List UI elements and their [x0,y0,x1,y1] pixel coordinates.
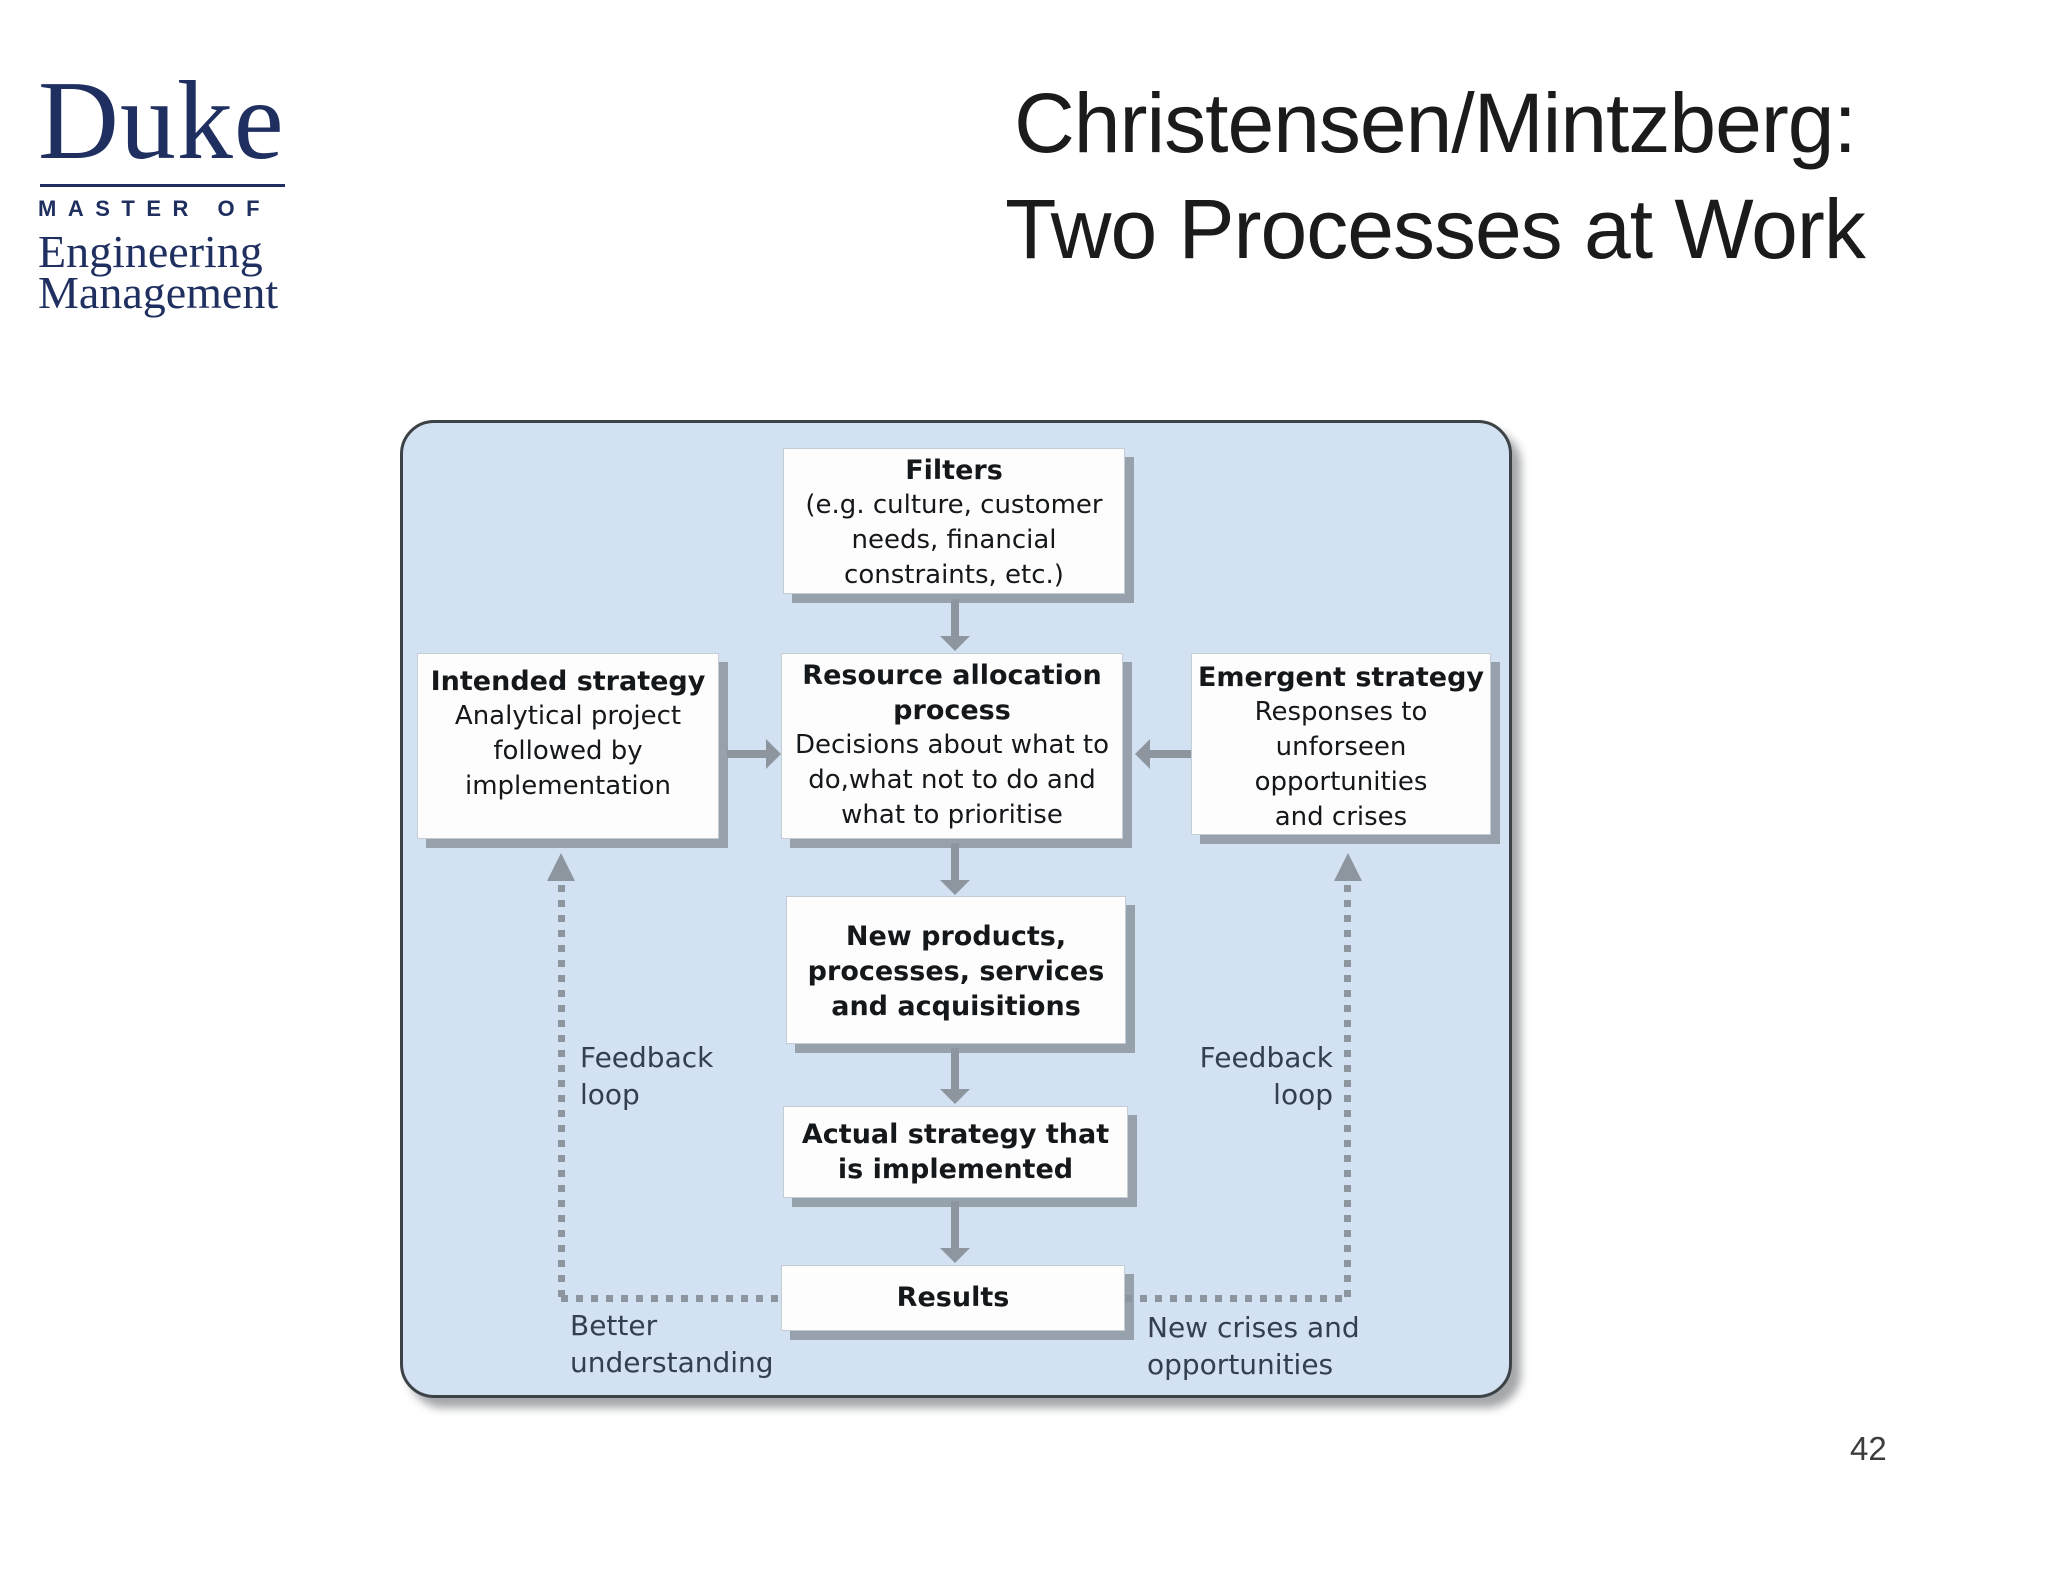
filters-box: Filters (e.g. culture, customer needs, f… [783,448,1125,594]
results-box: Results [781,1265,1125,1331]
arrow-up-icon [1334,853,1362,881]
emergent-strategy-box: Emergent strategy Responses to unforseen… [1191,653,1491,835]
feedback-loop-right-line [1344,885,1351,1302]
arrow-up-icon [547,853,575,881]
actual-strategy-box: Actual strategy that is implemented [783,1106,1128,1198]
strategy-flowchart: Filters (e.g. culture, customer needs, f… [400,420,1512,1398]
intended-strategy-box: Intended strategy Analytical project fol… [417,653,719,839]
feedback-loop-left-line [561,1295,781,1302]
feedback-loop-left-label: Feedback loop [580,1041,714,1111]
new-crises-label: New crises and opportunities [1147,1311,1360,1381]
slide-title: Christensen/Mintzberg: Two Processes at … [1005,76,1866,276]
feedback-loop-left-line [558,885,565,1302]
logo-divider [40,184,285,187]
duke-mem-logo: Duke MASTER OF Engineering Management [38,59,318,318]
emergent-heading: Emergent strategy [1197,662,1485,693]
feedback-loop-right-line [1125,1295,1348,1302]
arrow-left-icon [1135,739,1191,769]
page-number: 42 [1850,1430,1887,1467]
resource-heading: Resource allocation process [802,660,1102,726]
resource-allocation-box: Resource allocation process Decisions ab… [781,653,1123,839]
results-heading: Results [896,1282,1010,1313]
actual-heading: Actual strategy that is implemented [801,1119,1110,1185]
arrow-down-icon [940,1048,970,1104]
logo-master-of: MASTER OF [38,196,272,221]
intended-body: Analytical project followed by implement… [454,701,682,801]
logo-program-name: Engineering Management [38,226,279,318]
filters-body: (e.g. culture, customer needs, financial… [805,490,1103,590]
arrow-down-icon [940,1201,970,1263]
filters-heading: Filters [905,455,1003,486]
arrow-right-icon [727,739,781,769]
resource-body: Decisions about what to do,what not to d… [794,730,1110,830]
duke-wordmark: Duke [38,59,285,183]
new-products-heading: New products, processes, services and ac… [807,921,1105,1022]
arrow-down-icon [940,599,970,651]
better-understanding-label: Better understanding [570,1309,774,1379]
intended-heading: Intended strategy [430,666,706,697]
new-products-box: New products, processes, services and ac… [786,896,1126,1044]
arrow-down-icon [940,843,970,895]
feedback-loop-right-label: Feedback loop [1199,1041,1333,1111]
emergent-body: Responses to unforseen opportunities and… [1254,697,1428,832]
